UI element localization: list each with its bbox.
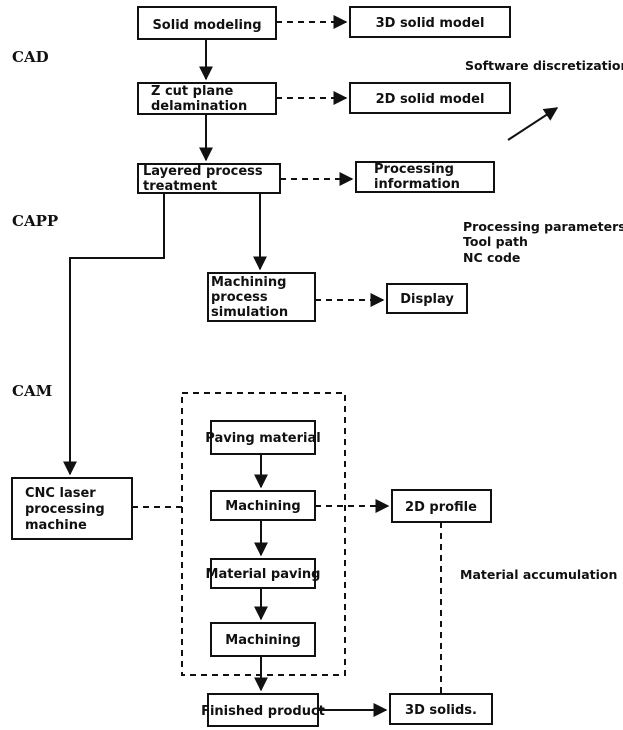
svg-text:3D solid model: 3D solid model — [376, 16, 485, 31]
box-finished-product: Finished product — [201, 693, 325, 727]
svg-text:processing: processing — [25, 502, 105, 517]
box-processing-information: Processing information — [355, 161, 495, 193]
svg-text:machine: machine — [25, 518, 87, 533]
box-cnc-laser-processing-machine: CNC laser processing machine — [11, 477, 133, 540]
svg-text:Z cut plane: Z cut plane — [151, 84, 233, 99]
box-display: Display — [386, 283, 468, 314]
layer-manufacturing-group — [181, 392, 346, 676]
box-2d-profile: 2D profile — [391, 489, 492, 523]
stage-label-capp: CAPP — [12, 212, 58, 230]
svg-text:Layered process: Layered process — [143, 164, 263, 179]
box-3d-solid-model: 3D solid model — [349, 6, 511, 38]
svg-text:2D solid model: 2D solid model — [376, 92, 485, 107]
svg-text:Processing: Processing — [374, 162, 454, 177]
svg-text:3D solids.: 3D solids. — [405, 703, 477, 718]
svg-text:2D profile: 2D profile — [405, 500, 477, 515]
svg-text:Paving material: Paving material — [205, 431, 320, 446]
box-machining-1: Machining — [210, 490, 316, 521]
svg-text:Finished product: Finished product — [201, 704, 325, 719]
box-3d-solids: 3D solids. — [389, 693, 493, 725]
note-nc-code: NC code — [463, 250, 520, 265]
svg-text:information: information — [374, 177, 460, 192]
svg-text:Display: Display — [400, 292, 454, 307]
box-z-cut-plane-delamination: Z cut plane delamination — [137, 82, 277, 115]
box-2d-solid-model: 2D solid model — [349, 82, 511, 114]
box-machining-process-simulation: Machining process simulation — [207, 272, 316, 322]
arrow-layered-to-cnc — [63, 193, 165, 476]
note-software-discretization: Software discretization — [465, 58, 623, 73]
note-processing-parameters: Processing parameters — [463, 219, 623, 234]
note-tool-path: Tool path — [463, 234, 528, 249]
box-machining-2: Machining — [210, 622, 316, 657]
svg-text:Material paving: Material paving — [206, 567, 321, 582]
svg-text:Solid modeling: Solid modeling — [152, 18, 261, 33]
stage-label-cam: CAM — [12, 382, 52, 400]
svg-text:simulation: simulation — [211, 305, 288, 320]
svg-text:delamination: delamination — [151, 99, 247, 114]
box-material-paving: Material paving — [206, 558, 321, 589]
svg-text:Machining: Machining — [225, 633, 300, 648]
box-layered-process-treatment: Layered process treatment — [137, 163, 281, 194]
svg-text:Machining: Machining — [211, 275, 286, 290]
note-material-accumulation: Material accumulation — [460, 567, 617, 582]
stage-label-cad: CAD — [12, 48, 49, 66]
discretization-arrow — [507, 107, 559, 141]
svg-text:Machining: Machining — [225, 499, 300, 514]
box-solid-modeling: Solid modeling — [137, 6, 277, 40]
svg-text:CNC laser: CNC laser — [25, 486, 96, 501]
svg-text:treatment: treatment — [143, 179, 217, 194]
box-paving-material: Paving material — [205, 420, 321, 455]
svg-text:process: process — [211, 290, 268, 305]
